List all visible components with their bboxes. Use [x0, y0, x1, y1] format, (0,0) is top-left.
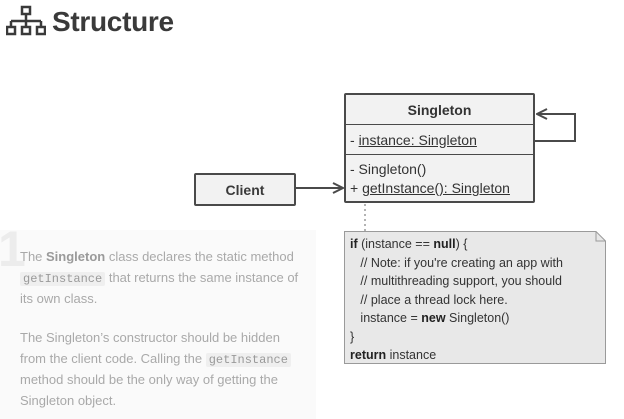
singleton-operations: - Singleton() + getInstance(): Singleton	[346, 155, 533, 198]
desc1-text-before: The	[20, 249, 47, 264]
description-paragraph-2: The Singleton’s constructor should be hi…	[20, 328, 306, 411]
hierarchy-icon	[6, 5, 46, 36]
description-paragraph-1: The Singleton class declares the static …	[20, 247, 306, 310]
note-line-7: return instance	[350, 346, 563, 365]
desc1-bold: Singleton	[46, 249, 106, 264]
kw-new: new	[421, 311, 446, 325]
note-line-2: // Note: if you're creating an app with	[350, 255, 563, 270]
step-number: 1	[0, 221, 26, 277]
operation-constructor: - Singleton()	[350, 161, 427, 177]
note-code: if (instance == null) { // Note: if you'…	[350, 235, 563, 365]
client-box: Client	[194, 173, 296, 206]
note-line-5-pre: instance =	[350, 311, 422, 325]
operation-prefix: +	[350, 180, 363, 196]
desc2-text-after: method should be the only way of getting…	[20, 372, 279, 408]
note-line-4: // place a thread lock here.	[350, 292, 508, 307]
desc2-text-before: The Singleton’s constructor should be hi…	[20, 330, 280, 366]
operation-getinstance: + getInstance(): Singleton	[350, 179, 533, 198]
note-line-1-mid: (instance ==	[357, 237, 434, 251]
note-line-5: instance = new Singleton()	[350, 309, 563, 328]
singleton-attribute: - instance: Singleton	[346, 125, 533, 155]
client-label: Client	[225, 181, 265, 198]
header: Structure	[6, 4, 174, 40]
self-association-arrow	[535, 114, 576, 142]
note-fold	[595, 231, 606, 242]
code-note: if (instance == null) { // Note: if you'…	[344, 231, 606, 364]
kw-if: if	[350, 237, 358, 251]
desc2-code: getInstance	[205, 352, 291, 367]
desc1-code: getInstance	[20, 271, 106, 286]
attribute-instance: instance: Singleton	[358, 131, 477, 148]
note-line-7-end: instance	[386, 348, 437, 362]
note-line-1-end: ) {	[455, 237, 468, 251]
singleton-class-box: Singleton - instance: Singleton - Single…	[344, 93, 535, 203]
note-line-5-end: Singleton()	[445, 311, 510, 325]
kw-null: null	[433, 237, 456, 251]
desc1-text-mid: class declares the static method	[105, 249, 294, 264]
operation-getinstance-label: getInstance(): Singleton	[362, 180, 510, 196]
note-shape	[344, 231, 606, 364]
note-line-6: }	[350, 329, 355, 344]
attribute-prefix: -	[350, 131, 359, 148]
singleton-class-name: Singleton	[346, 95, 533, 125]
kw-return: return	[350, 348, 387, 362]
description-panel: 1 The Singleton class declares the stati…	[0, 221, 316, 419]
desc1-text-after: that returns the same instance of its ow…	[20, 269, 299, 307]
page-title: Structure	[52, 6, 174, 37]
note-line-1: if (instance == null) {	[350, 235, 563, 254]
note-line-3: // multithreading support, you should	[350, 274, 562, 288]
